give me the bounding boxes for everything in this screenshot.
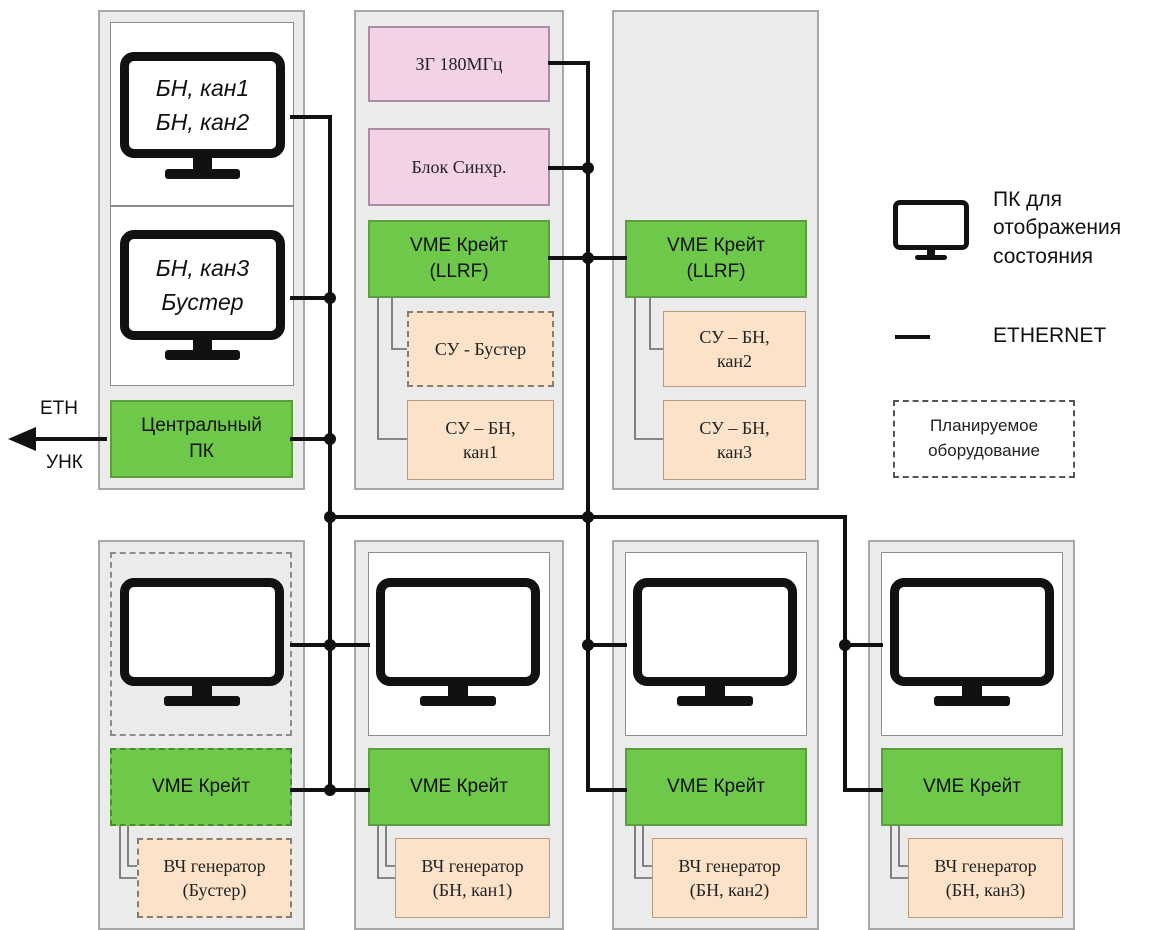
- monitor-bn-ch3-booster: БН, кан3 Бустер: [120, 230, 285, 362]
- monitor-base: [165, 350, 240, 360]
- monitor-label-bn-ch3: БН, кан3: [155, 254, 250, 281]
- legend-pc-base: [915, 255, 947, 260]
- master-generator-block: ЗГ 180МГц: [368, 26, 550, 102]
- eth-label: ETH: [40, 398, 78, 419]
- legend-pc-line-3: состояния: [993, 244, 1094, 268]
- monitor-screen: [633, 578, 797, 686]
- control-bn-ch3-line-2: кан3: [716, 442, 753, 462]
- junction-dot: [582, 252, 594, 264]
- rf-gen-bn2-line-1: ВЧ генератор: [678, 855, 781, 876]
- control-bn-ch3: СУ – БН, кан3: [663, 400, 806, 480]
- legend-planned-line-1: Планируемое: [929, 416, 1039, 436]
- monitor-screen: [376, 578, 540, 686]
- legend-planned-equipment: Планируемое оборудование: [893, 400, 1075, 478]
- legend-pc-screen: [893, 200, 969, 250]
- monitor-label-bn-ch2: БН, кан2: [155, 109, 250, 135]
- monitor-base: [677, 696, 753, 706]
- junction-dot: [582, 639, 594, 651]
- rf-gen-bn3-line-1: ВЧ генератор: [934, 855, 1037, 876]
- monitor-booster-planned: [120, 578, 284, 708]
- control-bn-ch2-line-1: СУ – БН,: [699, 326, 770, 347]
- monitor-base: [165, 169, 240, 179]
- vme-crate-bn2: VME Крейт: [625, 748, 807, 826]
- vme-llrf-1-line-1: VME Крейт: [410, 235, 508, 257]
- central-pc: Центральный ПК: [110, 400, 293, 478]
- unk-label: УНК: [46, 452, 83, 473]
- rf-gen-bn1-line-1: ВЧ генератор: [421, 855, 524, 876]
- control-bn-ch3-line-1: СУ – БН,: [699, 417, 770, 438]
- control-bn-ch2: СУ – БН, кан2: [663, 311, 806, 387]
- control-bn-ch2-line-2: кан2: [716, 351, 753, 371]
- central-pc-line-2: ПК: [189, 441, 214, 462]
- monitor-bn-ch1-ch2: БН, кан1 БН, кан2: [120, 52, 285, 182]
- legend-ethernet-label: ETHERNET: [993, 324, 1107, 347]
- monitor-label-bn-ch1: БН, кан1: [155, 74, 250, 101]
- monitor-label-booster: Бустер: [161, 289, 244, 315]
- vme-crate-llrf-2: VME Крейт (LLRF): [625, 220, 807, 298]
- control-booster-planned: СУ - Бустер: [407, 311, 554, 387]
- legend-pc-icon: [893, 200, 969, 262]
- monitor-bn-ch1: [376, 578, 540, 708]
- monitor-base: [420, 696, 496, 706]
- legend-pc-line-1: ПК для: [993, 188, 1063, 211]
- monitor-neck: [962, 684, 982, 698]
- rf-gen-bn3-line-2: (БН, кан3): [945, 880, 1026, 900]
- monitor-base: [164, 696, 240, 706]
- junction-dot: [324, 433, 336, 445]
- monitor-screen: БН, кан1 БН, кан2: [120, 52, 285, 158]
- rf-generator-bn2: ВЧ генератор (БН, кан2): [652, 838, 807, 918]
- legend-pc-neck: [927, 249, 935, 255]
- monitor-bn-ch3: [890, 578, 1054, 708]
- rf-gen-bn2-line-2: (БН, кан2): [689, 880, 770, 900]
- monitor-neck: [192, 684, 212, 698]
- vme-crate-bn1: VME Крейт: [368, 748, 550, 826]
- junction-dot: [324, 784, 336, 796]
- central-pc-line-1: Центральный: [141, 415, 262, 437]
- junction-dot: [839, 639, 851, 651]
- vme-crate-llrf-1: VME Крейт (LLRF): [368, 220, 550, 298]
- eth-arrow-head: [8, 427, 36, 451]
- vme-crate-booster-planned: VME Крейт: [110, 748, 292, 826]
- junction-dot: [324, 639, 336, 651]
- control-bn-ch1-line-2: кан1: [462, 442, 499, 462]
- legend-planned-line-2: оборудование: [928, 441, 1040, 460]
- legend-pc-label: ПК для отображения состояния: [993, 186, 1121, 271]
- vme-crate-bn3: VME Крейт: [881, 748, 1063, 826]
- monitor-bn-ch2: [633, 578, 797, 708]
- junction-dot: [324, 292, 336, 304]
- vme-llrf-1-line-2: (LLRF): [429, 261, 489, 282]
- rf-gen-booster-line-1: ВЧ генератор: [163, 855, 266, 876]
- control-bn-ch1-line-1: СУ – БН,: [445, 417, 516, 438]
- rf-generator-booster: ВЧ генератор (Бустер): [137, 838, 292, 918]
- rf-generator-bn3: ВЧ генератор (БН, кан3): [908, 838, 1063, 918]
- monitor-base: [934, 696, 1010, 706]
- vme-llrf-2-line-2: (LLRF): [686, 261, 746, 282]
- vme-llrf-2-line-1: VME Крейт: [667, 235, 765, 257]
- junction-dot: [582, 162, 594, 174]
- monitor-screen: БН, кан3 Бустер: [120, 230, 285, 340]
- monitor-screen: [120, 578, 284, 686]
- rf-gen-bn1-line-2: (БН, кан1): [432, 880, 513, 900]
- monitor-screen: [890, 578, 1054, 686]
- rf-generator-bn1: ВЧ генератор (БН, кан1): [395, 838, 550, 918]
- monitor-neck: [193, 156, 212, 170]
- junction-dot: [582, 511, 594, 523]
- rf-gen-booster-line-2: (Бустер): [182, 880, 247, 900]
- legend-pc-line-2: отображения: [993, 216, 1122, 240]
- monitor-neck: [193, 338, 212, 352]
- control-bn-ch1: СУ – БН, кан1: [407, 400, 554, 480]
- sync-block: Блок Синхр.: [368, 128, 550, 206]
- junction-dot: [324, 511, 336, 523]
